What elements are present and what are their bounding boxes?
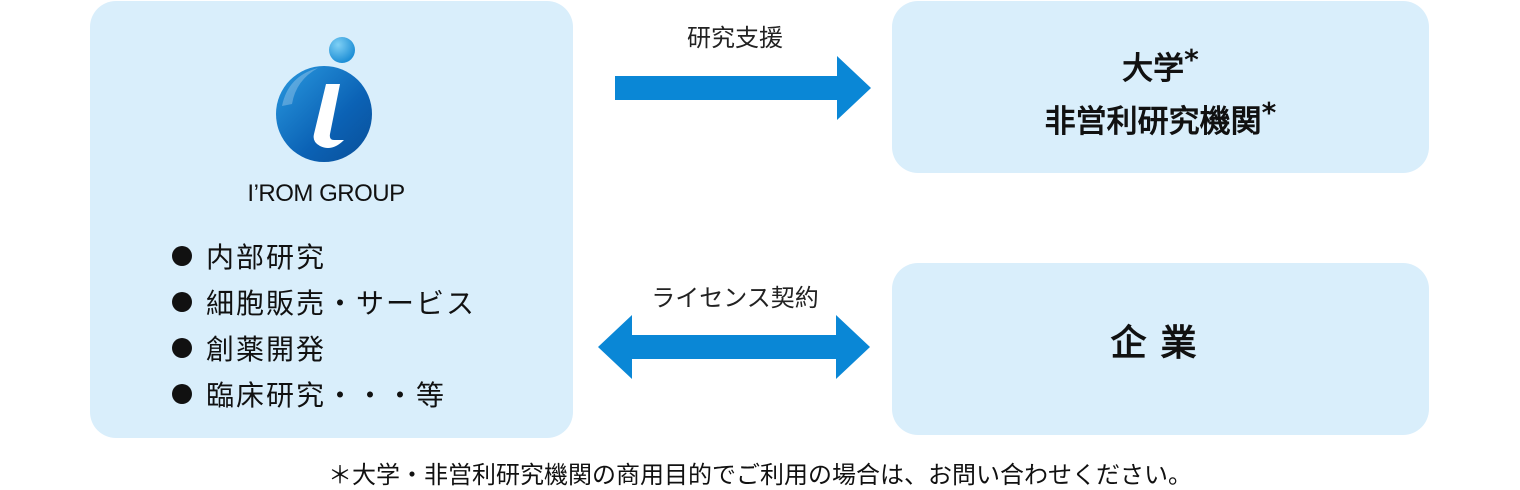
bullet-dot-icon	[172, 246, 192, 266]
list-item: 臨床研究・・・等	[172, 371, 476, 417]
university-line2: 非営利研究機関	[1044, 104, 1262, 140]
bullet-dot-icon	[172, 384, 192, 404]
activity-label: 内部研究	[206, 241, 327, 274]
activity-label: 臨床研究・・・等	[206, 379, 447, 412]
footnote: ＊大学・非営利研究機関の商用目的でご利用の場合は、お問い合わせください。	[328, 461, 1192, 489]
double-arrow-icon	[598, 315, 870, 379]
university-line1: 大学	[1122, 51, 1185, 87]
corporate-box	[892, 263, 1429, 435]
iromgroup-logo-icon	[276, 37, 372, 162]
bullet-dot-icon	[172, 292, 192, 312]
bullet-dot-icon	[172, 338, 192, 358]
university-box	[892, 1, 1429, 173]
activity-list: 内部研究 細胞販売・サービス 創薬開発 臨床研究・・・等	[172, 233, 476, 417]
corporate-label: 企業	[1110, 323, 1211, 364]
list-item: 細胞販売・サービス	[172, 279, 476, 325]
list-item: 創薬開発	[172, 325, 476, 371]
asterisk-mark: *	[1261, 96, 1277, 129]
activity-label: 細胞販売・サービス	[206, 287, 477, 320]
research-support-label: 研究支援	[687, 24, 783, 52]
list-item: 内部研究	[172, 233, 476, 279]
asterisk-mark: *	[1184, 43, 1199, 76]
university-label: 大学* 非営利研究機関*	[892, 38, 1429, 144]
license-agreement-label: ライセンス契約	[651, 284, 819, 312]
group-name: I’ROM GROUP	[247, 180, 405, 207]
activity-label: 創薬開発	[206, 333, 327, 366]
right-arrow-icon	[615, 56, 871, 120]
